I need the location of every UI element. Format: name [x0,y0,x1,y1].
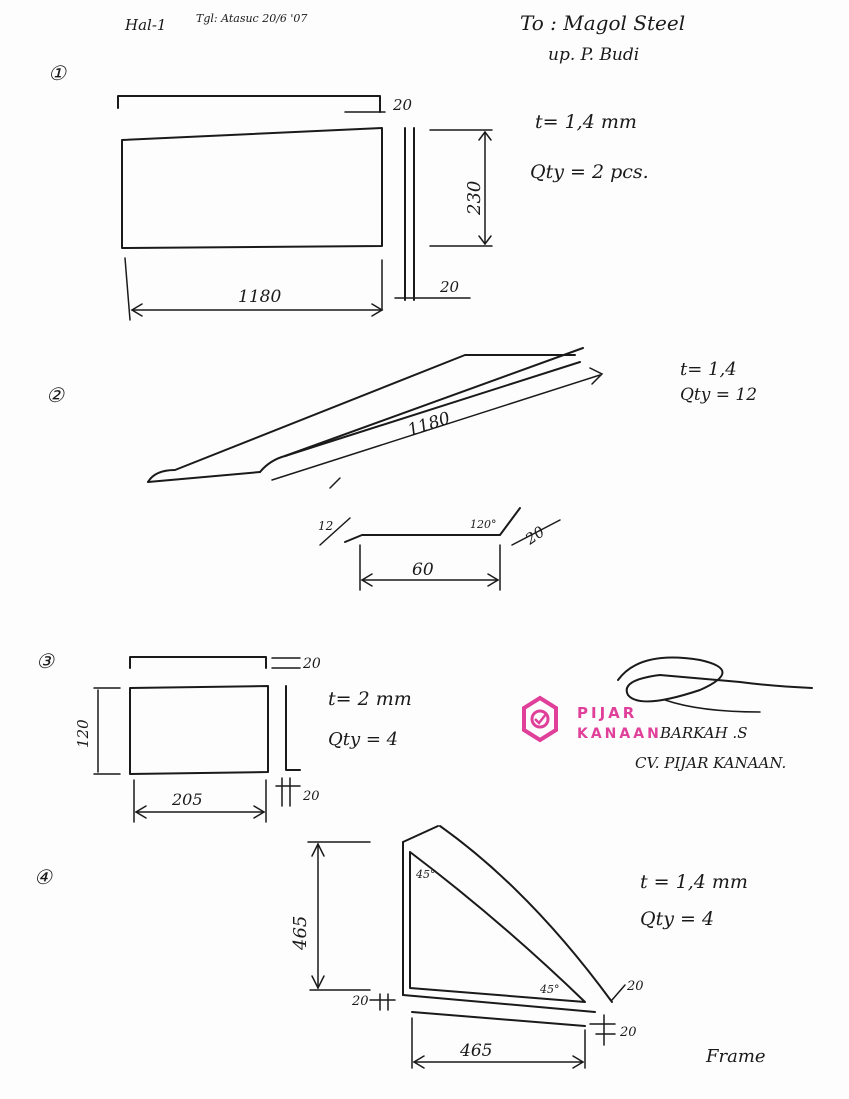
part-2-dim-lip: 12 [318,519,333,533]
part-1-dim-thickness: 20 [439,278,460,296]
part-3-thickness: t= 2 mm [328,688,412,710]
part-4-drawing: ④ 45° 465 45° 20 20 465 20 t = 1,4 mm Qt… [34,825,766,1069]
part-2-qty: Qty = 12 [680,385,757,405]
company-name: CV. PIJAR KANAAN. [635,754,786,772]
part-1-drawing: ① 20 230 1180 20 t= 1,4 mm Qty = 2 pcs. [48,61,649,321]
part-2-dim-angle: 120° [470,518,497,531]
part-3-qty: Qty = 4 [328,729,398,750]
part-1-thickness: t= 1,4 mm [535,111,637,133]
part-2-thickness: t= 1,4 [680,359,737,380]
part-4-dim-foot: 20 [351,994,369,1009]
part-4-dim-base: 465 [459,1041,492,1061]
page-number: Hal-1 [124,16,166,34]
part-4-thickness: t = 1,4 mm [640,871,748,893]
part-3-dim-width: 205 [171,790,203,809]
logo-line-2: KANAAN [577,726,662,742]
signer-name: BARKAH .S [659,724,747,742]
part-2-number: ② [46,383,65,407]
part-1-dim-length: 1180 [238,287,281,307]
part-1-dim-flange: 20 [392,96,413,114]
part-3-drawing: ③ 20 120 205 20 t= 2 mm Qty = 4 [36,649,412,823]
part-4-dim-base-thickness: 20 [619,1025,637,1040]
part-2-dim-flange: 20 [521,522,548,549]
part-2-dim-length: 1180 [405,408,453,440]
part-4-angle-top: 45° [415,868,436,881]
recipient-line-2: up. P. Budi [548,45,639,65]
part-4-dim-height: 465 [290,916,311,951]
logo-line-1: PIJAR [577,704,637,722]
date-note: Tgl: Atasuc 20/6 '07 [196,12,307,25]
part-4-note: Frame [705,1046,766,1067]
part-4-number: ④ [34,865,53,889]
part-3-dim-thickness: 20 [302,789,320,804]
part-4-qty: Qty = 4 [640,908,714,930]
part-2-dim-width: 60 [412,560,434,580]
part-4-angle-bottom: 45° [539,983,560,996]
part-3-dim-height: 120 [74,719,92,748]
part-1-number: ① [48,61,67,85]
part-4-dim-tip: 20 [626,979,644,994]
part-1-qty: Qty = 2 pcs. [530,161,649,183]
part-3-dim-flange: 20 [302,656,321,672]
company-stamp: PIJAR KANAAN BARKAH .S CV. PIJAR KANAAN. [522,656,813,772]
part-2-drawing: ② 1180 12 120° 20 60 t= 1,4 Qty = 12 [46,347,757,591]
part-3-number: ③ [36,649,55,673]
pijar-kanaan-logo: PIJAR KANAAN [522,695,662,743]
recipient-line-1: To : Magol Steel [520,11,685,35]
part-1-dim-height: 230 [464,181,485,216]
